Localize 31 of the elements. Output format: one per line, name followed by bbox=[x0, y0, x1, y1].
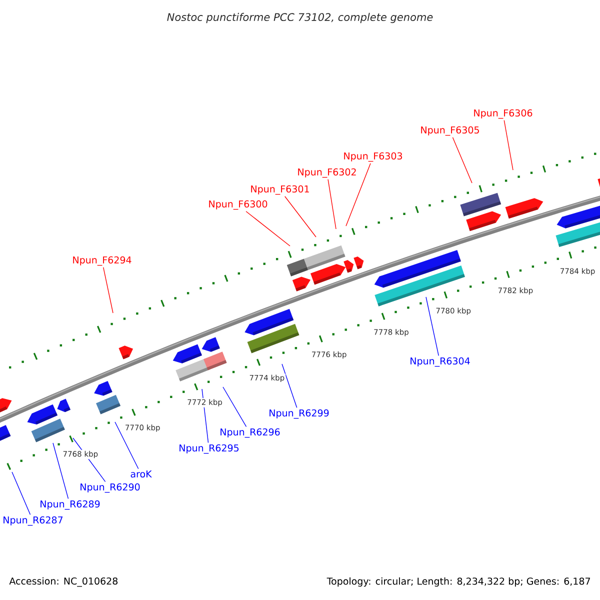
gene-label: Npun_F6305 bbox=[421, 126, 479, 136]
accession-text: Accession: NC_010628 bbox=[9, 577, 118, 587]
gene-label: Npun_R6296 bbox=[220, 428, 280, 438]
gene-label: Npun_R6287 bbox=[4, 516, 63, 526]
leader-line bbox=[282, 364, 298, 408]
gene-label: Npun_R6304 bbox=[410, 357, 470, 367]
leader-line bbox=[12, 472, 31, 516]
gene-label: Npun_R6289 bbox=[40, 500, 100, 510]
gene-label: Npun_R6295 bbox=[180, 444, 239, 454]
gene-label: Npun_R6290 bbox=[80, 483, 140, 493]
leader-line bbox=[346, 163, 371, 226]
leader-line bbox=[504, 120, 514, 170]
gene-label: aroK bbox=[130, 470, 152, 478]
leader-line bbox=[103, 267, 114, 314]
leader-line bbox=[426, 296, 439, 356]
gene-label: Npun_F6306 bbox=[474, 109, 532, 119]
gene-label: Npun_F6294 bbox=[73, 256, 132, 266]
gene-label: Npun_F6302 bbox=[298, 168, 356, 178]
gene-label: Npun_F6300 bbox=[209, 200, 268, 210]
leader-line bbox=[284, 196, 316, 238]
leader-line bbox=[246, 211, 290, 246]
title: Nostoc punctiforme PCC 73102, complete genome bbox=[167, 12, 433, 24]
leader-line bbox=[452, 137, 472, 184]
gene-label: Npun_R6299 bbox=[270, 409, 329, 419]
leader-line bbox=[222, 386, 247, 428]
leader-line bbox=[52, 442, 69, 500]
leader-line bbox=[328, 179, 336, 230]
leader-line bbox=[114, 422, 139, 470]
gene-label: Npun_F6303 bbox=[344, 152, 402, 162]
gene-label: Npun_F6301 bbox=[251, 185, 309, 195]
genome-info-text: Topology: circular; Length: 8,234,322 bp; Genes: 6,187 bbox=[326, 577, 590, 587]
